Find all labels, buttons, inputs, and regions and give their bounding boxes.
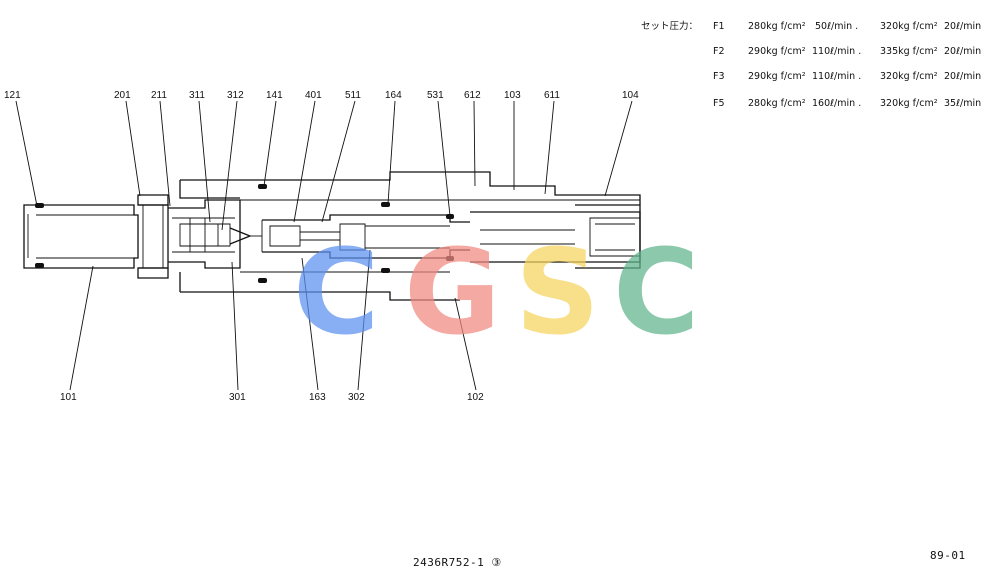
spec-port: F2 [713,46,725,57]
spec-rate2: 320kg f/cm² [880,71,938,82]
spec-flow2: 20ℓ/min [944,21,981,32]
o-ring-seal [381,202,390,207]
spec-row-f5: F5 280kg f/cm² 160ℓ/min . 320kg f/cm² 35… [713,98,981,109]
spec-row-f3: F3 290kg f/cm² 110ℓ/min . 320kg f/cm² 20… [713,71,981,82]
part-label: 311 [189,90,205,101]
spec-flow1: 50ℓ/min . [815,21,858,32]
part-label: 102 [467,392,484,403]
watermark-letter: S [515,223,600,361]
spec-row-f2: F2 290kg f/cm² 110ℓ/min . 335kg f/cm² 20… [713,46,981,57]
spec-flow1: 110ℓ/min . [812,46,861,57]
spec-flow2: 20ℓ/min [944,46,981,57]
part-label: 103 [504,90,521,101]
part-label: 611 [544,90,560,101]
watermark-letter: C [613,223,700,361]
part-label: 211 [151,90,167,101]
spec-rate2: 320kg f/cm² [880,21,938,32]
watermark-logo: C G S C [293,223,700,361]
part-label: 312 [227,90,244,101]
part-label: 531 [427,90,444,101]
drawing-number: 2436R752-1 ③ [413,556,502,569]
pressure-spec-table: セット圧力： F1 280kg f/cm² 50ℓ/min . 320kg f/… [641,20,981,109]
spec-flow1: 160ℓ/min . [812,98,861,109]
spec-heading: セット圧力： [641,20,698,32]
part-label: 101 [60,392,77,403]
part-label: 302 [348,392,365,403]
spec-flow2: 35ℓ/min [944,98,981,109]
spec-rate2: 320kg f/cm² [880,98,938,109]
part-label: 163 [309,392,326,403]
spec-rate1: 280kg f/cm² [748,21,806,32]
spec-port: F3 [713,71,725,82]
spec-row-f1: F1 280kg f/cm² 50ℓ/min . 320kg f/cm² 20ℓ… [713,21,981,32]
o-ring-seal [446,256,454,261]
leader-lines [15,100,633,391]
o-ring-seal [258,184,267,189]
o-ring-seal [258,278,267,283]
part-label: 104 [622,90,639,101]
spec-rate1: 280kg f/cm² [748,98,806,109]
o-ring-seal [35,203,44,208]
spec-rate2: 335kg f/cm² [880,46,938,57]
watermark-letter: C [293,223,380,361]
part-label: 201 [114,90,131,101]
watermark-letter: G [404,223,501,361]
spec-port: F1 [713,21,725,32]
part-label: 511 [345,90,361,101]
o-ring-seal [446,214,454,219]
spec-port: F5 [713,98,725,109]
part-label: 164 [385,90,402,101]
part-label: 141 [266,90,283,101]
part-labels-bottom: 101 301 163 302 102 [60,392,484,403]
part-label: 612 [464,90,481,101]
part-label: 401 [305,90,322,101]
part-label: 121 [4,90,21,101]
part-labels-top: 121 201 211 311 312 141 401 511 164 531 … [4,90,639,101]
part-label: 301 [229,392,246,403]
spec-flow2: 20ℓ/min [944,71,981,82]
o-ring-seal [381,268,390,273]
o-ring-seal [35,263,44,268]
spec-rate1: 290kg f/cm² [748,46,806,57]
page-code: 89-01 [930,549,966,562]
spec-flow1: 110ℓ/min . [812,71,861,82]
valve-body [23,171,641,301]
spec-rate1: 290kg f/cm² [748,71,806,82]
